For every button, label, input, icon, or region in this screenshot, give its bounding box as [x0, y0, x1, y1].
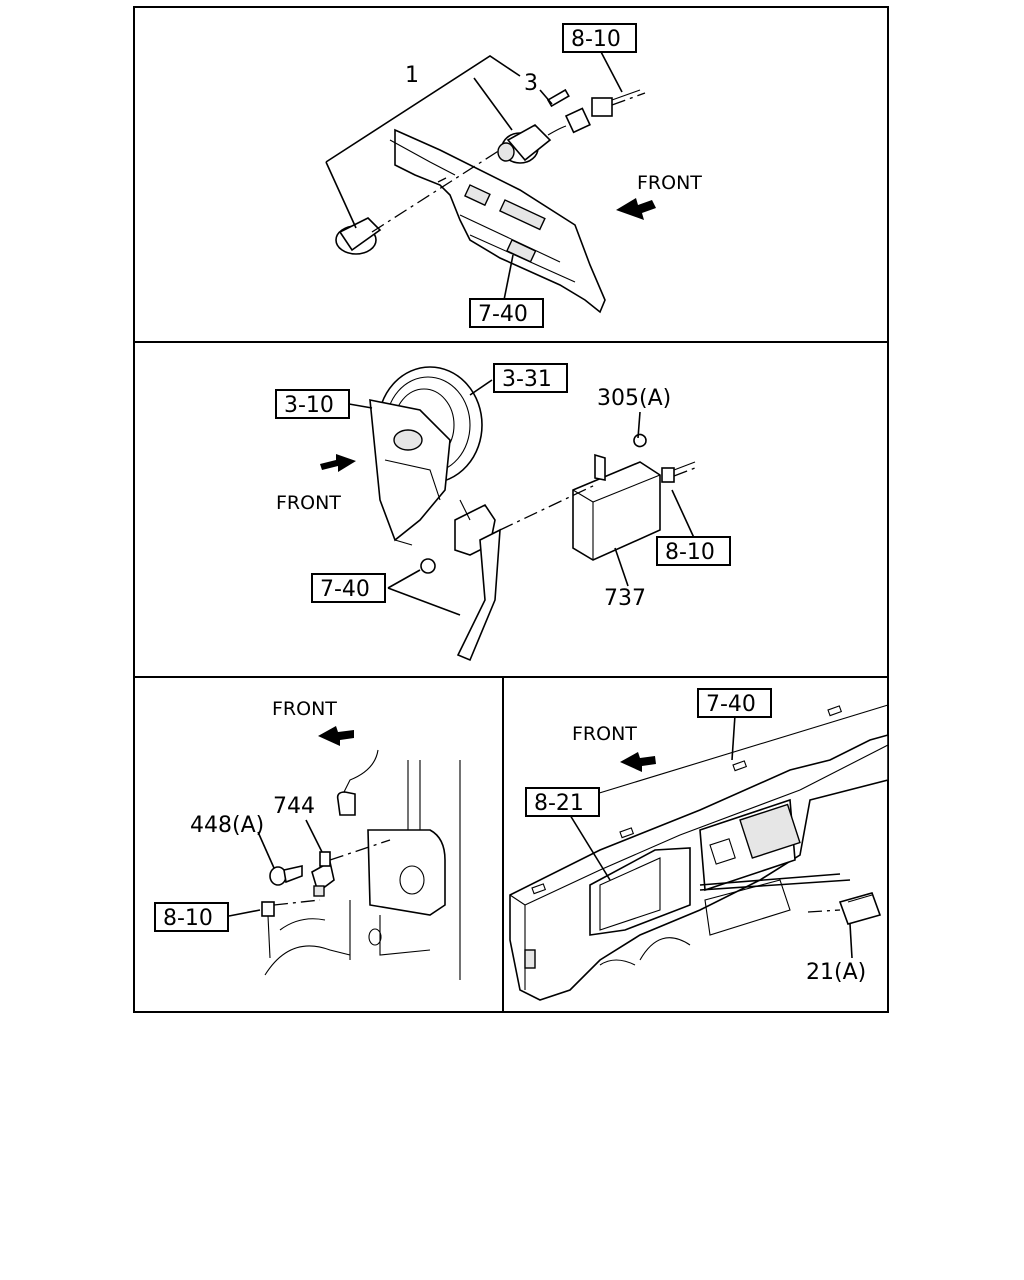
front-label-top: FRONT [637, 172, 702, 194]
switch-21a [838, 892, 882, 925]
ref-box-3-31 [493, 363, 568, 393]
ref-box-8-10-top [562, 23, 637, 53]
panel-middle: FRONT 3-31 3-10 305(A) 8-10 737 7-40 [275, 363, 731, 662]
part-number-21a: 21(A) [806, 960, 866, 985]
ref-8-10-middle: 8-10 [665, 540, 715, 565]
ref-box-8-10-middle [656, 536, 731, 566]
ref-3-10: 3-10 [284, 393, 334, 418]
pin-part-3 [546, 88, 570, 108]
connector-plug [547, 89, 646, 136]
part-number-305a: 305(A) [597, 386, 671, 411]
ref-box-8-10-bottom [154, 902, 229, 932]
diagram-frame [133, 6, 889, 1013]
front-arrow-bottom-left [318, 726, 354, 746]
ref-8-10-top: 8-10 [571, 27, 621, 52]
pedal-bracket [420, 499, 501, 662]
cigar-lighter-assembly [335, 124, 552, 255]
bolt-448a [269, 865, 303, 886]
ref-7-40-middle: 7-40 [320, 577, 370, 602]
panel-top: FRONT 1 3 8-10 7-40 [325, 23, 702, 328]
sensor-744 [311, 851, 335, 897]
panel-slot-2 [498, 199, 546, 231]
panel-slot-1 [463, 184, 491, 207]
part-number-448a: 448(A) [190, 813, 264, 838]
ref-box-3-10 [275, 389, 350, 419]
side-trim-panel [394, 128, 606, 314]
connector-bottom-left [261, 901, 275, 917]
part-number-744: 744 [273, 794, 315, 819]
ref-7-40-bottom: 7-40 [706, 692, 756, 717]
front-arrow-top [616, 198, 656, 220]
ref-box-7-40-middle [311, 573, 386, 603]
instrument-panel [509, 733, 889, 1001]
front-label-middle: FRONT [276, 492, 341, 514]
ref-box-8-21 [525, 787, 600, 817]
brake-booster [369, 366, 483, 546]
part-number-737: 737 [604, 586, 646, 611]
control-unit-737 [572, 433, 696, 561]
panel-bottom-right: FRONT 7-40 8-21 21(A) [509, 688, 889, 1001]
front-label-bottom-left: FRONT [272, 698, 337, 720]
front-arrow-middle [320, 454, 356, 472]
ref-box-7-40-bottom [697, 688, 772, 718]
ref-7-40-top: 7-40 [478, 302, 528, 327]
ref-8-21: 8-21 [534, 791, 584, 816]
mounting-plate [367, 829, 446, 916]
part-number-1: 1 [405, 63, 419, 88]
panel-bottom-left: FRONT 744 448(A) 8-10 [154, 698, 461, 980]
front-label-bottom-right: FRONT [572, 723, 637, 745]
part-number-3: 3 [524, 71, 538, 96]
ref-3-31: 3-31 [502, 367, 552, 392]
ref-box-7-40-top [469, 298, 544, 328]
front-arrow-bottom-right [620, 752, 656, 772]
ref-8-10-bottom: 8-10 [163, 906, 213, 931]
